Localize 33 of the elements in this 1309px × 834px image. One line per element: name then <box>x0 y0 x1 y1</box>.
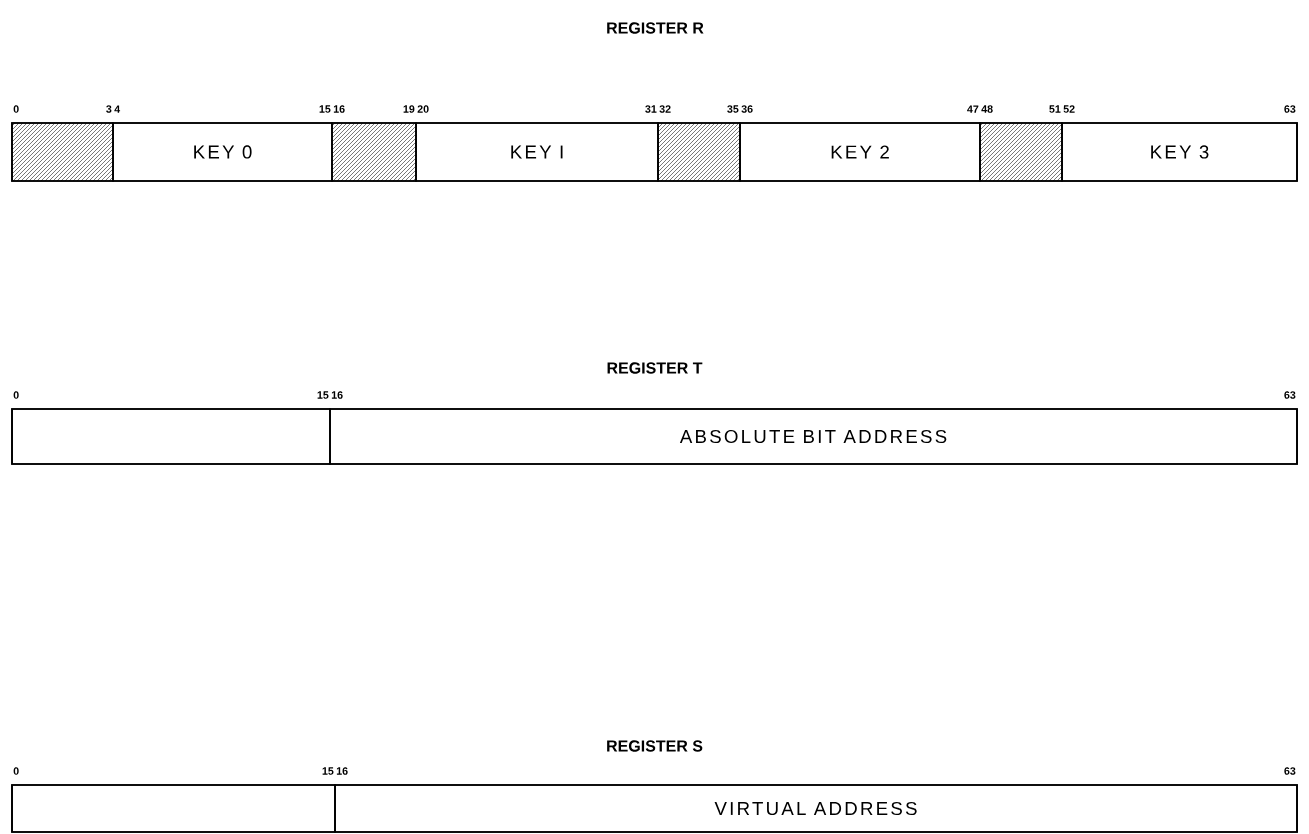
bit-number: 20 <box>417 105 429 113</box>
bit-number: 0 <box>13 391 19 399</box>
bit-number: 15 <box>322 767 334 775</box>
key-field: KEY 0 <box>112 122 333 182</box>
bit-number: 47 <box>967 105 979 113</box>
key-field: KEY 2 <box>739 122 981 182</box>
key-field: VIRTUAL ADDRESS <box>334 784 1298 833</box>
bit-number: 35 <box>727 105 739 113</box>
bit-number: 51 <box>1049 105 1061 113</box>
register-heading: REGISTER T <box>607 362 703 374</box>
bit-number: 19 <box>403 105 415 113</box>
bit-number: 52 <box>1063 105 1075 113</box>
bit-number: 15 <box>319 105 331 113</box>
bit-number: 36 <box>741 105 753 113</box>
bit-number: 63 <box>1284 767 1296 775</box>
bit-number: 0 <box>13 105 19 113</box>
bit-number: 31 <box>645 105 657 113</box>
register-heading: REGISTER R <box>607 22 704 34</box>
bit-number: 15 <box>317 391 329 399</box>
bit-number: 4 <box>114 105 121 113</box>
key-field: KEY I <box>415 122 659 182</box>
key-field: KEY 3 <box>1061 122 1298 182</box>
bit-number: 3 <box>106 105 112 113</box>
bit-number: 16 <box>331 391 343 399</box>
bit-number: 48 <box>981 105 993 113</box>
bit-number: 63 <box>1284 391 1296 399</box>
bit-number: 63 <box>1284 105 1296 113</box>
bit-number: 0 <box>13 767 19 775</box>
bit-number: 16 <box>333 105 345 113</box>
key-field: ABSOLUTE BIT ADDRESS <box>329 408 1298 465</box>
register-heading: REGISTER S <box>607 740 703 752</box>
bit-number: 16 <box>336 767 348 775</box>
bit-number: 32 <box>659 105 671 113</box>
